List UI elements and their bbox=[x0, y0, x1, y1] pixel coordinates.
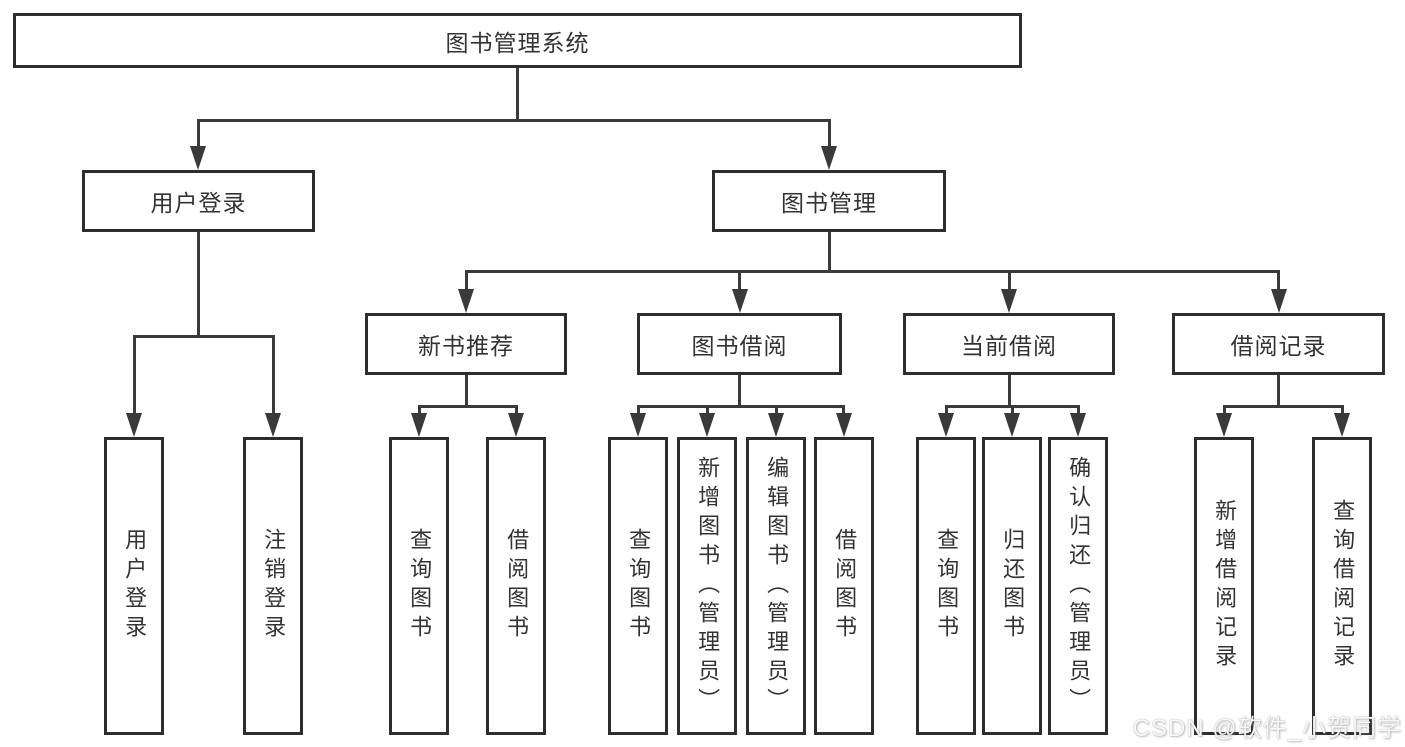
connector-line bbox=[944, 405, 948, 417]
leaf-label: 查询图书 bbox=[934, 528, 960, 644]
connector-line bbox=[271, 335, 275, 415]
connector-line bbox=[466, 270, 1279, 273]
arrowhead-down-icon bbox=[1001, 289, 1017, 313]
arrowhead-down-icon bbox=[190, 146, 206, 170]
node-borrowing-records: 借阅记录 bbox=[1172, 313, 1385, 375]
connector-line bbox=[827, 119, 831, 149]
node-library-management-system: 图书管理系统 bbox=[13, 13, 1022, 68]
leaf-label: 查询图书 bbox=[407, 528, 433, 644]
arrowhead-down-icon bbox=[1216, 413, 1232, 437]
connector-line bbox=[1007, 375, 1011, 407]
arrowhead-down-icon bbox=[265, 413, 281, 437]
arrowhead-down-icon bbox=[821, 146, 837, 170]
leaf-label: 注销登录 bbox=[261, 528, 287, 644]
connector-line bbox=[196, 232, 200, 337]
arrowhead-down-icon bbox=[1334, 413, 1350, 437]
connector-line bbox=[196, 119, 200, 149]
connector-line bbox=[1340, 405, 1344, 417]
leaf-label: 归还图书 bbox=[1000, 528, 1026, 644]
connector-line bbox=[417, 405, 421, 417]
node-book-management: 图书管理 bbox=[712, 170, 946, 232]
leaf-label: 确认归还（管理员） bbox=[1066, 455, 1092, 717]
leaf-label: 编辑图书（管理员） bbox=[764, 455, 790, 717]
connector-line bbox=[738, 375, 741, 407]
leaf-label: 用户登录 bbox=[122, 528, 148, 644]
leaf-query-books-borrowing: 查询图书 bbox=[608, 437, 668, 735]
connector-line bbox=[636, 405, 640, 417]
leaf-query-borrow-record: 查询借阅记录 bbox=[1312, 437, 1372, 735]
csdn-watermark: CSDN @软件_小贺同学 bbox=[1132, 715, 1402, 742]
arrowhead-down-icon bbox=[508, 413, 524, 437]
connector-line bbox=[464, 270, 468, 292]
connector-line bbox=[637, 405, 844, 408]
leaf-label: 新增借阅记录 bbox=[1212, 499, 1238, 673]
connector-line bbox=[516, 68, 519, 121]
leaf-label: 查询借阅记录 bbox=[1330, 499, 1356, 673]
arrowhead-down-icon bbox=[126, 413, 142, 437]
connector-line bbox=[418, 405, 517, 408]
arrowhead-down-icon bbox=[1270, 289, 1287, 313]
connector-line bbox=[1277, 375, 1280, 407]
leaf-label: 借阅图书 bbox=[832, 528, 858, 644]
leaf-query-books-recommendation: 查询图书 bbox=[389, 437, 449, 735]
leaf-confirm-return-admin: 确认归还（管理员） bbox=[1048, 437, 1108, 735]
connector-line bbox=[1010, 405, 1014, 417]
node-current-borrowing: 当前借阅 bbox=[903, 313, 1115, 375]
arrowhead-down-icon bbox=[1004, 413, 1020, 437]
connector-line bbox=[132, 335, 136, 415]
connector-line bbox=[705, 405, 709, 417]
leaf-label: 查询图书 bbox=[626, 528, 652, 644]
arrowhead-down-icon bbox=[1070, 413, 1086, 437]
leaf-return-books: 归还图书 bbox=[982, 437, 1042, 735]
leaf-borrow-books-recommendation: 借阅图书 bbox=[486, 437, 546, 735]
leaf-edit-books-admin: 编辑图书（管理员） bbox=[746, 437, 806, 735]
connector-line bbox=[827, 232, 831, 272]
arrowhead-down-icon bbox=[835, 413, 852, 437]
connector-line bbox=[1007, 270, 1011, 292]
arrowhead-down-icon bbox=[630, 413, 646, 437]
leaf-user-login: 用户登录 bbox=[104, 437, 164, 735]
leaf-add-books-admin: 新增图书（管理员） bbox=[677, 437, 737, 735]
node-user-login: 用户登录 bbox=[82, 170, 315, 232]
connector-line bbox=[1223, 405, 1342, 408]
leaf-borrow-books: 借阅图书 bbox=[814, 437, 874, 735]
arrowhead-down-icon bbox=[411, 413, 427, 437]
connector-line bbox=[197, 119, 829, 122]
leaf-query-books-current: 查询图书 bbox=[916, 437, 976, 735]
connector-line bbox=[464, 375, 468, 407]
arrowhead-down-icon bbox=[699, 413, 715, 437]
arrowhead-down-icon bbox=[938, 413, 954, 437]
leaf-label: 新增图书（管理员） bbox=[695, 455, 721, 717]
connector-line bbox=[1076, 405, 1080, 417]
leaf-logout: 注销登录 bbox=[243, 437, 303, 735]
leaf-label: 借阅图书 bbox=[504, 528, 530, 644]
connector-line bbox=[774, 405, 778, 417]
arrowhead-down-icon bbox=[768, 413, 784, 437]
arrowhead-down-icon bbox=[731, 289, 748, 313]
connector-line bbox=[738, 270, 741, 292]
connector-line bbox=[842, 405, 845, 417]
node-new-book-recommendation: 新书推荐 bbox=[365, 313, 567, 375]
node-book-borrowing: 图书借阅 bbox=[637, 313, 842, 375]
arrowhead-down-icon bbox=[458, 289, 474, 313]
connector-line bbox=[514, 405, 518, 417]
leaf-add-borrow-record: 新增借阅记录 bbox=[1194, 437, 1254, 735]
connector-line bbox=[134, 335, 273, 338]
connector-line bbox=[1222, 405, 1226, 417]
connector-line bbox=[1277, 270, 1280, 292]
